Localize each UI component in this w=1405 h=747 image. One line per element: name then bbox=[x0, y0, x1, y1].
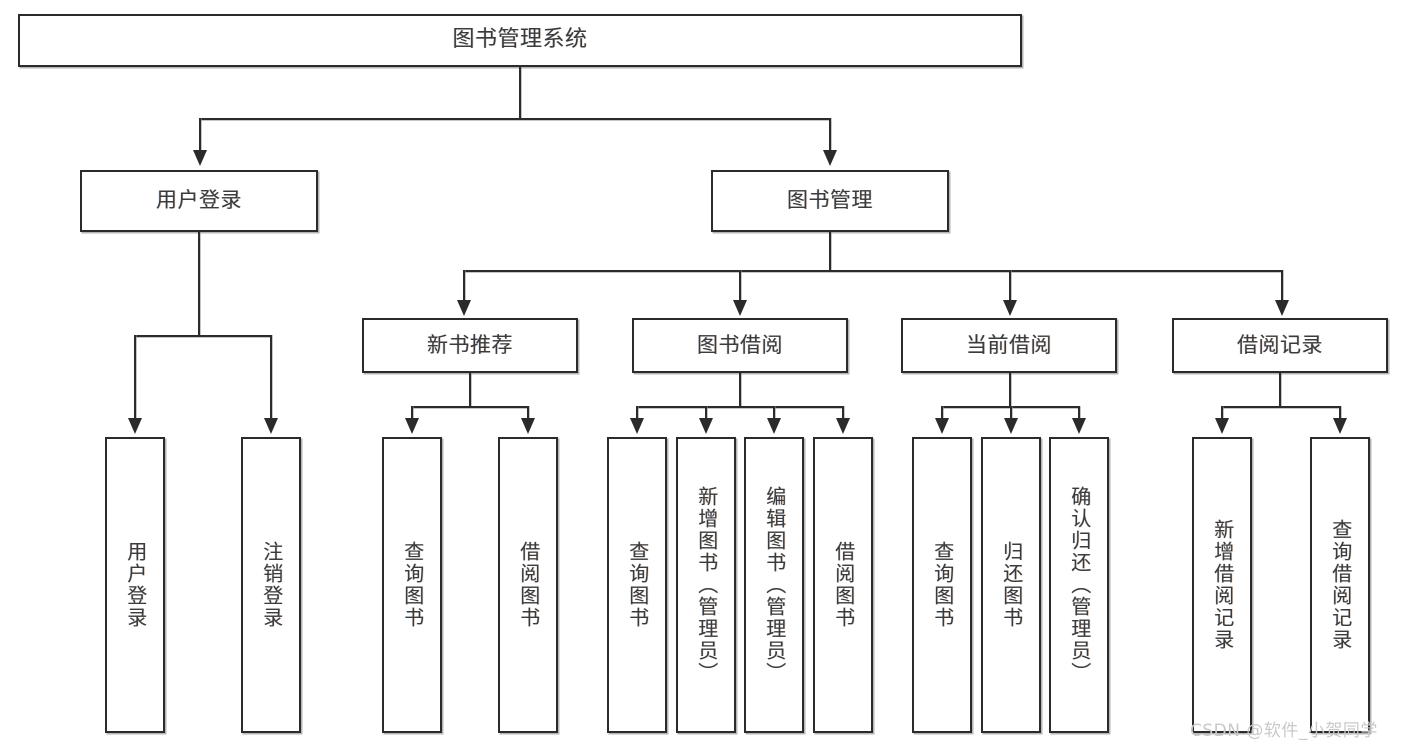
node-borrow-record[interactable]: 借阅记录 bbox=[1172, 318, 1388, 373]
arrowhead-book-borrow bbox=[733, 300, 747, 316]
arrowhead-leaf-logout bbox=[264, 418, 278, 434]
node-root-system[interactable]: 图书管理系统 bbox=[18, 14, 1022, 67]
node-label: 注销登录 bbox=[259, 541, 284, 629]
connector-book-mgmt-child-1 bbox=[463, 270, 465, 301]
connector-current-borrow-child-3 bbox=[1078, 406, 1080, 419]
arrowhead-leaf-borrow-book-b bbox=[836, 418, 850, 434]
arrowhead-leaf-query-record bbox=[1333, 418, 1347, 434]
arrowhead-user-login bbox=[193, 150, 207, 166]
leaf-query-borrow-record[interactable]: 查询借阅记录 bbox=[1310, 437, 1370, 733]
leaf-user-login[interactable]: 用户登录 bbox=[105, 437, 165, 733]
arrowhead-borrow-record bbox=[1275, 300, 1289, 316]
node-book-management[interactable]: 图书管理 bbox=[711, 170, 949, 232]
node-label: 用户登录 bbox=[156, 188, 242, 213]
node-label: 借阅记录 bbox=[1237, 332, 1323, 357]
connector-borrow-record-child-2 bbox=[1339, 406, 1341, 419]
connector-new-book-child-2 bbox=[527, 406, 529, 419]
connector-book-mgmt-child-4 bbox=[1281, 270, 1283, 301]
leaf-add-borrow-record[interactable]: 新增借阅记录 bbox=[1192, 437, 1252, 733]
node-label: 查询借阅记录 bbox=[1328, 519, 1353, 651]
connector-book-mgmt-child-3 bbox=[1009, 270, 1011, 301]
connector-current-borrow-child-1 bbox=[941, 406, 943, 419]
arrowhead-book-mgmt bbox=[823, 150, 837, 166]
leaf-query-book-borrow[interactable]: 查询图书 bbox=[607, 437, 667, 733]
connector-user-login-child-1 bbox=[134, 335, 136, 419]
node-label: 图书管理系统 bbox=[452, 27, 588, 53]
connector-current-borrow-child-2 bbox=[1010, 406, 1012, 419]
node-label: 归还图书 bbox=[999, 541, 1024, 629]
arrowhead-current-borrow bbox=[1003, 300, 1017, 316]
arrowhead-leaf-borrow-book-a bbox=[521, 418, 535, 434]
leaf-edit-book-admin[interactable]: 编辑图书（管理员） bbox=[744, 437, 804, 733]
connector-book-borrow-child-2 bbox=[705, 406, 707, 419]
arrowhead-leaf-query-book-a bbox=[405, 418, 419, 434]
arrowhead-leaf-confirm-return bbox=[1072, 418, 1086, 434]
connector-book-mgmt-bus bbox=[463, 270, 1281, 272]
connector-root-drop bbox=[519, 67, 521, 119]
leaf-borrow-book[interactable]: 借阅图书 bbox=[813, 437, 873, 733]
arrowhead-leaf-add-book bbox=[699, 418, 713, 434]
arrowhead-leaf-edit-book bbox=[767, 418, 781, 434]
leaf-return-book[interactable]: 归还图书 bbox=[981, 437, 1041, 733]
connector-book-borrow-child-3 bbox=[773, 406, 775, 419]
connector-user-login-drop bbox=[198, 232, 200, 336]
node-label: 查询图书 bbox=[625, 541, 650, 629]
connector-book-borrow-child-1 bbox=[636, 406, 638, 419]
connector-book-borrow-drop bbox=[739, 373, 741, 407]
node-label: 查询图书 bbox=[930, 541, 955, 629]
node-label: 确认归还（管理员） bbox=[1067, 486, 1092, 684]
node-label: 编辑图书（管理员） bbox=[762, 486, 787, 684]
leaf-query-book-current[interactable]: 查询图书 bbox=[912, 437, 972, 733]
leaf-confirm-return-admin[interactable]: 确认归还（管理员） bbox=[1049, 437, 1109, 733]
arrowhead-leaf-query-book-c bbox=[935, 418, 949, 434]
node-book-borrow[interactable]: 图书借阅 bbox=[632, 318, 848, 373]
node-new-book-recommend[interactable]: 新书推荐 bbox=[362, 318, 578, 373]
node-current-borrow[interactable]: 当前借阅 bbox=[901, 318, 1117, 373]
connector-new-book-bus bbox=[411, 406, 527, 408]
connector-to-user-login bbox=[199, 118, 201, 151]
node-label: 新增借阅记录 bbox=[1210, 519, 1235, 651]
connector-user-login-child-2 bbox=[270, 335, 272, 419]
connector-borrow-record-bus bbox=[1221, 406, 1339, 408]
connector-new-book-drop bbox=[469, 373, 471, 407]
arrowhead-leaf-user-login bbox=[128, 418, 142, 434]
connector-book-mgmt-drop bbox=[829, 232, 831, 271]
connector-borrow-record-child-1 bbox=[1221, 406, 1223, 419]
arrowhead-new-book-recommend bbox=[457, 300, 471, 316]
node-label: 当前借阅 bbox=[966, 332, 1052, 357]
connector-book-mgmt-child-2 bbox=[739, 270, 741, 301]
csdn-watermark: CSDN @软件_小贺同学 bbox=[1190, 721, 1378, 741]
leaf-borrow-book-recommend[interactable]: 借阅图书 bbox=[498, 437, 558, 733]
node-label: 查询图书 bbox=[400, 541, 425, 629]
node-label: 借阅图书 bbox=[831, 541, 856, 629]
connector-root-bus bbox=[199, 118, 831, 120]
connector-borrow-record-drop bbox=[1279, 373, 1281, 407]
connector-current-borrow-drop bbox=[1009, 373, 1011, 407]
node-user-login[interactable]: 用户登录 bbox=[80, 170, 318, 232]
arrowhead-leaf-add-record bbox=[1215, 418, 1229, 434]
arrowhead-leaf-return-book bbox=[1004, 418, 1018, 434]
leaf-add-book-admin[interactable]: 新增图书（管理员） bbox=[676, 437, 736, 733]
connector-current-borrow-bus bbox=[941, 406, 1078, 408]
connector-book-borrow-bus bbox=[636, 406, 842, 408]
arrowhead-leaf-query-book-b bbox=[630, 418, 644, 434]
connector-to-book-mgmt bbox=[829, 118, 831, 151]
connector-book-borrow-child-4 bbox=[842, 406, 844, 419]
connector-new-book-child-1 bbox=[411, 406, 413, 419]
node-label: 用户登录 bbox=[123, 541, 148, 629]
node-label: 图书借阅 bbox=[697, 332, 783, 357]
node-label: 图书管理 bbox=[787, 188, 873, 213]
leaf-query-book-recommend[interactable]: 查询图书 bbox=[382, 437, 442, 733]
connector-user-login-bus bbox=[134, 335, 270, 337]
node-label: 借阅图书 bbox=[516, 541, 541, 629]
leaf-logout[interactable]: 注销登录 bbox=[241, 437, 301, 733]
node-label: 新增图书（管理员） bbox=[694, 486, 719, 684]
node-label: 新书推荐 bbox=[427, 332, 513, 357]
